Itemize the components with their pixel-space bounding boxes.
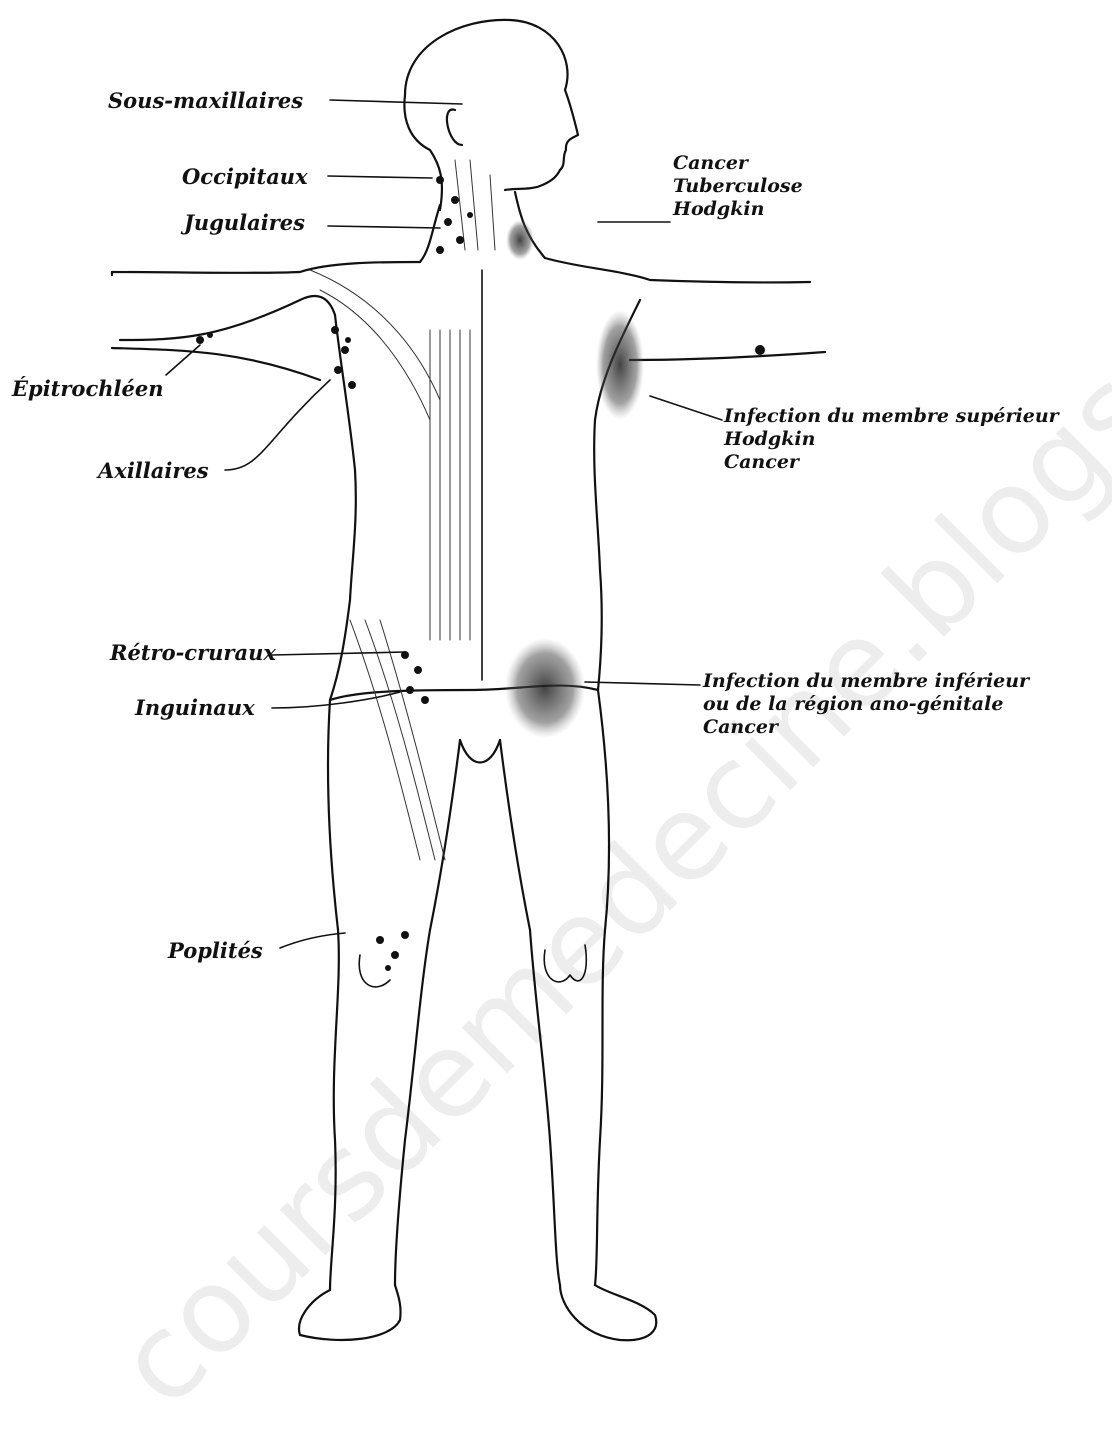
back-of-head <box>404 95 442 210</box>
torso-left <box>330 315 356 700</box>
label-sous-maxillaires: Sous-maxillaires <box>108 90 303 111</box>
node-masses <box>505 220 644 738</box>
note-neck-line-2: Tuberculose <box>673 175 803 198</box>
label-poplites: Poplités <box>168 940 263 961</box>
label-epitrochleen: Épitrochléen <box>12 378 163 399</box>
right-foot <box>560 1285 656 1340</box>
right-arm-lower <box>630 352 825 360</box>
ear <box>447 110 462 145</box>
left-arm-top <box>112 262 420 273</box>
crotch <box>460 740 500 763</box>
anatomy-diagram: Sous-maxillaires Occipitaux Jugulaires É… <box>0 0 1112 1349</box>
right-shoulder <box>545 258 810 282</box>
left-arm-bottom <box>120 296 335 340</box>
label-jugulaires: Jugulaires <box>184 212 305 233</box>
note-neck: Cancer Tuberculose Hodgkin <box>673 152 803 220</box>
note-neck-line-1: Cancer <box>673 152 803 175</box>
note-neck-line-3: Hodgkin <box>673 198 803 221</box>
label-occipitaux: Occipitaux <box>182 166 308 187</box>
label-axillaires: Axillaires <box>98 460 209 481</box>
head-outline <box>405 20 578 190</box>
label-retro-cruraux: Rétro-cruraux <box>110 642 276 663</box>
label-inguinaux: Inguinaux <box>135 697 255 718</box>
neck-left <box>420 205 440 262</box>
left-knee <box>359 955 390 987</box>
